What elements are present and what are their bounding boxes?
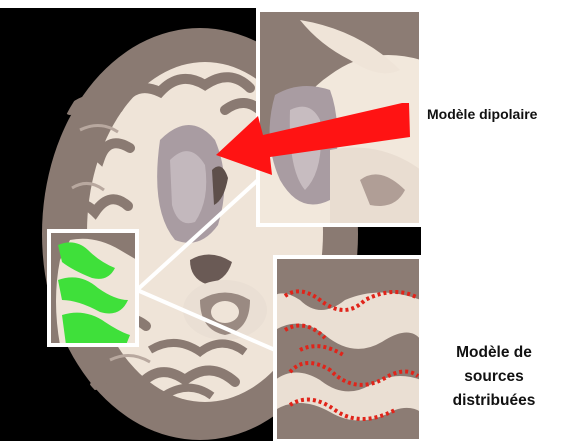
distributed-label-line-1: Modèle de	[423, 341, 565, 365]
top-margin	[0, 0, 421, 8]
bottom-inset	[275, 257, 421, 441]
distributed-label-line-2: sources	[423, 365, 565, 389]
distributed-label-line-3: distribuées	[423, 389, 565, 413]
distributed-sources-label: Modèle de sources distribuées	[423, 341, 565, 413]
small-box-content	[49, 231, 137, 345]
dipole-model-label: Modèle dipolaire	[427, 106, 537, 122]
